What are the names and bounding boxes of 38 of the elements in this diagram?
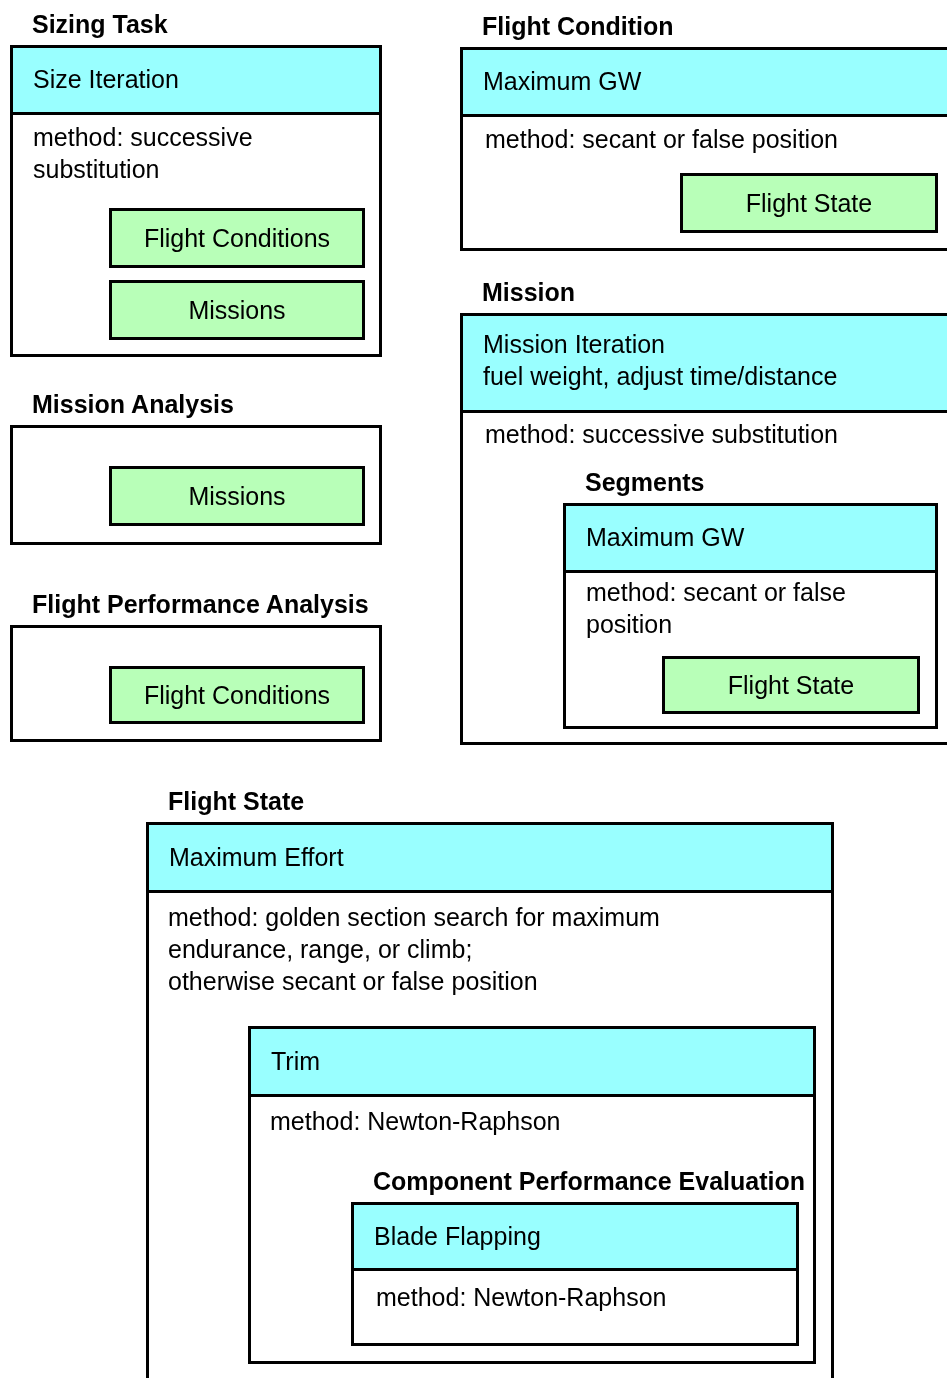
- box-heading: Sizing Task: [32, 10, 168, 39]
- module-box: Flight State: [680, 173, 938, 233]
- box-heading: Mission Analysis: [32, 390, 234, 419]
- band-title: Maximum GW: [586, 522, 745, 553]
- method-note: method: Newton-Raphson: [270, 1106, 562, 1137]
- header-band: [566, 506, 935, 573]
- box-heading: Flight Performance Analysis: [32, 590, 369, 619]
- band-title: Mission Iteration: [483, 329, 666, 360]
- band-title: Maximum GW: [483, 66, 642, 97]
- method-note: otherwise secant or false position: [168, 966, 539, 997]
- module-box: Missions: [109, 466, 365, 526]
- box-heading: Flight State: [168, 787, 305, 816]
- box-heading: Mission: [482, 278, 576, 307]
- header-band: [354, 1205, 796, 1271]
- method-note: method: successive substitution: [485, 419, 839, 450]
- module-box: Missions: [109, 280, 365, 340]
- module-box: Flight State: [662, 656, 920, 714]
- method-note: method: secant or false position: [485, 124, 839, 155]
- band-subtitle: fuel weight, adjust time/distance: [483, 361, 838, 392]
- module-box: Flight Conditions: [109, 666, 365, 724]
- band-title: Maximum Effort: [169, 842, 344, 873]
- method-note: method: secant or false position: [586, 577, 847, 640]
- header-band: [463, 316, 947, 413]
- method-note: method: Newton-Raphson: [376, 1282, 668, 1313]
- box-heading: Flight Condition: [482, 12, 674, 41]
- module-box: Flight Conditions: [109, 208, 365, 268]
- method-note: method: golden section search for maximum endurance, range, or climb;: [168, 902, 661, 965]
- band-title: Size Iteration: [33, 64, 179, 95]
- container-box: [248, 1026, 816, 1364]
- box-heading: Segments: [585, 468, 705, 497]
- band-title: Blade Flapping: [374, 1221, 541, 1252]
- box-heading: Component Performance Evaluation: [373, 1167, 806, 1196]
- band-title: Trim: [271, 1046, 321, 1077]
- header-band: [251, 1029, 813, 1097]
- header-band: [149, 825, 831, 893]
- header-band: [463, 50, 947, 117]
- header-band: [13, 48, 379, 115]
- method-note: method: successive substitution: [33, 122, 254, 185]
